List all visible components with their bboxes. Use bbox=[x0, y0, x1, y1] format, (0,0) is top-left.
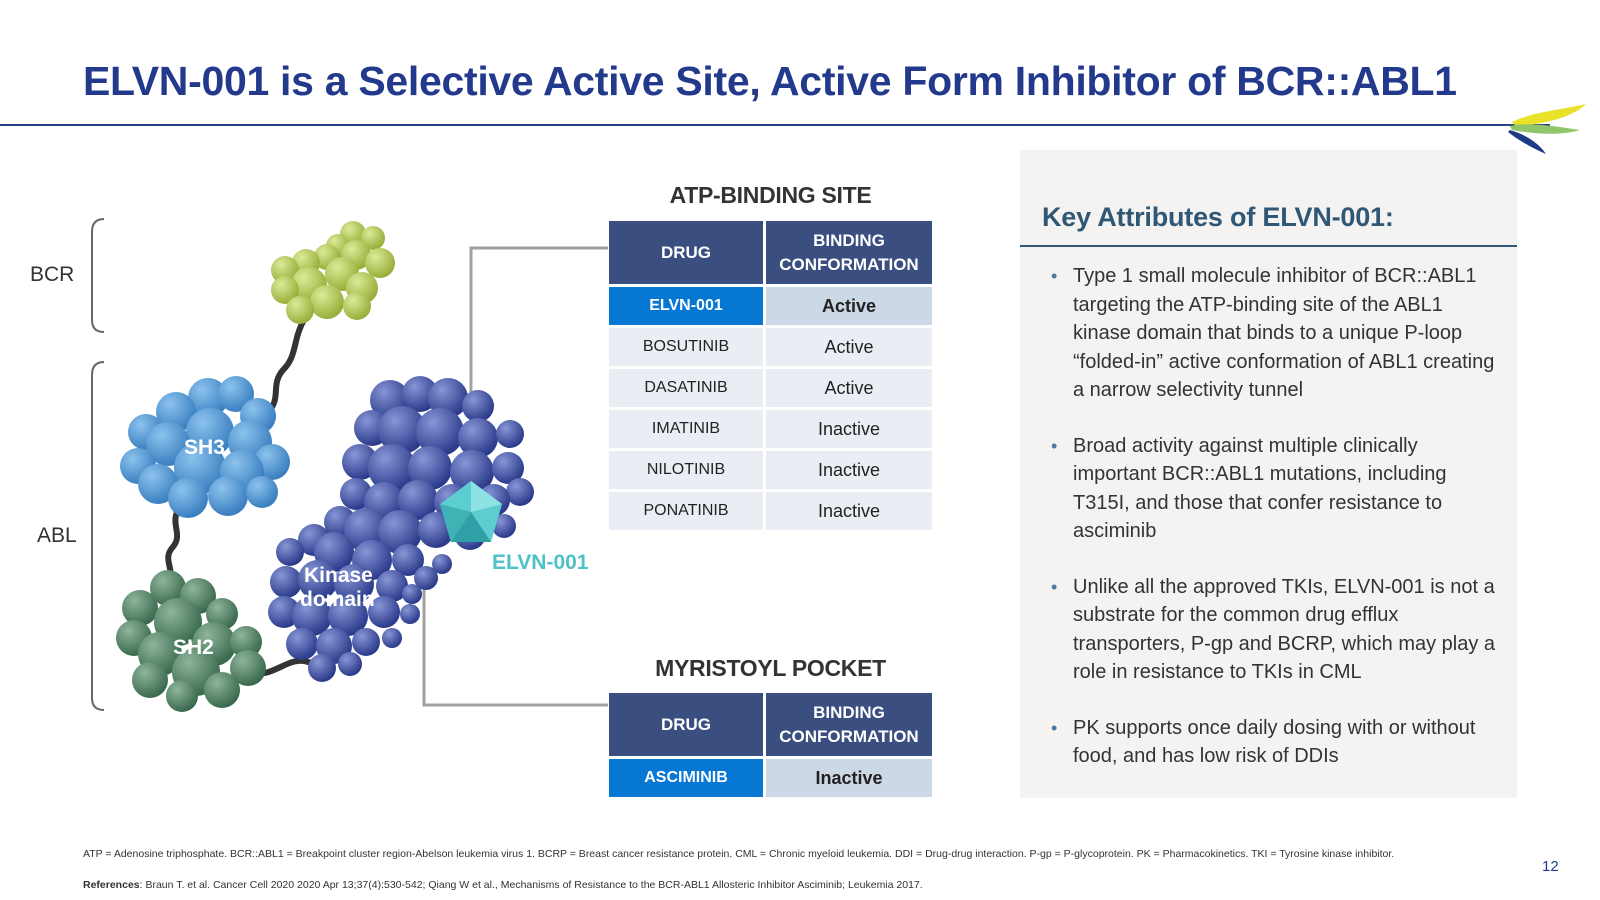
conformation-cell: Inactive bbox=[766, 451, 932, 489]
bcr-label: BCR bbox=[30, 263, 74, 286]
table-row: IMATINIB Inactive bbox=[609, 410, 932, 448]
page-number: 12 bbox=[1542, 858, 1559, 875]
panel-title: Key Attributes of ELVN-001: bbox=[1042, 202, 1394, 232]
drug-cell: DASATINIB bbox=[609, 369, 763, 407]
elvn-001-label: ELVN-001 bbox=[492, 551, 589, 574]
list-item: •Unlike all the approved TKIs, ELVN-001 … bbox=[1048, 573, 1500, 687]
sh2-label: SH2 bbox=[173, 636, 214, 659]
bcr-abl1-structure-diagram: BCR ABL bbox=[30, 218, 608, 712]
drug-cell: PONATINIB bbox=[609, 492, 763, 530]
bullet-icon: • bbox=[1051, 717, 1058, 738]
kinase-label-line1: Kinase bbox=[304, 564, 373, 587]
drug-cell: IMATINIB bbox=[609, 410, 763, 448]
conformation-cell: Active bbox=[766, 287, 932, 325]
panel-divider bbox=[1020, 245, 1517, 247]
conformation-cell: Active bbox=[766, 369, 932, 407]
key-attributes-panel: Key Attributes of ELVN-001: •Type 1 smal… bbox=[1020, 150, 1517, 798]
myr-table-title: MYRISTOYL POCKET bbox=[655, 655, 886, 681]
drug-cell: ASCIMINIB bbox=[609, 759, 763, 797]
abbreviations-footnote: ATP = Adenosine triphosphate. BCR::ABL1 … bbox=[83, 848, 1395, 860]
list-item: •PK supports once daily dosing with or w… bbox=[1048, 714, 1500, 771]
table-row: NILOTINIB Inactive bbox=[609, 451, 932, 489]
table-row: BOSUTINIB Active bbox=[609, 328, 932, 366]
table-row: DASATINIB Active bbox=[609, 369, 932, 407]
title-divider bbox=[0, 124, 1550, 126]
bcr-bracket bbox=[91, 218, 105, 333]
drug-header: DRUG bbox=[609, 221, 763, 284]
bcr-domain-cluster bbox=[271, 221, 395, 324]
references-footnote: References: Braun T. et al. Cancer Cell … bbox=[83, 879, 923, 891]
slide-title: ELVN-001 is a Selective Active Site, Act… bbox=[83, 58, 1457, 104]
sh3-label: SH3 bbox=[184, 436, 225, 459]
drug-header: DRUG bbox=[609, 693, 763, 756]
conformation-cell: Inactive bbox=[766, 759, 932, 797]
list-item: •Broad activity against multiple clinica… bbox=[1048, 432, 1500, 546]
drug-cell: NILOTINIB bbox=[609, 451, 763, 489]
list-item: •Type 1 small molecule inhibitor of BCR:… bbox=[1048, 262, 1500, 405]
company-logo-icon bbox=[1508, 104, 1586, 154]
drug-cell: ELVN-001 bbox=[609, 287, 763, 325]
linker-bcr-sh3 bbox=[265, 315, 308, 415]
kinase-label-line2: domain bbox=[300, 588, 375, 611]
elvn-001-molecule-icon bbox=[440, 481, 502, 542]
conformation-cell: Inactive bbox=[766, 492, 932, 530]
table-row: PONATINIB Inactive bbox=[609, 492, 932, 530]
bullet-icon: • bbox=[1051, 266, 1058, 286]
attributes-list: •Type 1 small molecule inhibitor of BCR:… bbox=[1048, 262, 1500, 798]
abl-label: ABL bbox=[37, 524, 77, 547]
bullet-icon: • bbox=[1051, 576, 1058, 597]
sh3-domain-cluster bbox=[120, 376, 290, 518]
atp-table-title: ATP-BINDING SITE bbox=[669, 182, 872, 208]
conformation-cell: Inactive bbox=[766, 410, 932, 448]
table-row: ELVN-001 Active bbox=[609, 287, 932, 325]
sh2-domain-cluster bbox=[116, 570, 266, 712]
abl-bracket bbox=[91, 361, 105, 711]
drug-cell: BOSUTINIB bbox=[609, 328, 763, 366]
table-row: ASCIMINIB Inactive bbox=[609, 759, 932, 797]
myr-connector-line bbox=[422, 580, 608, 707]
conformation-cell: Active bbox=[766, 328, 932, 366]
bullet-icon: • bbox=[1051, 435, 1058, 456]
